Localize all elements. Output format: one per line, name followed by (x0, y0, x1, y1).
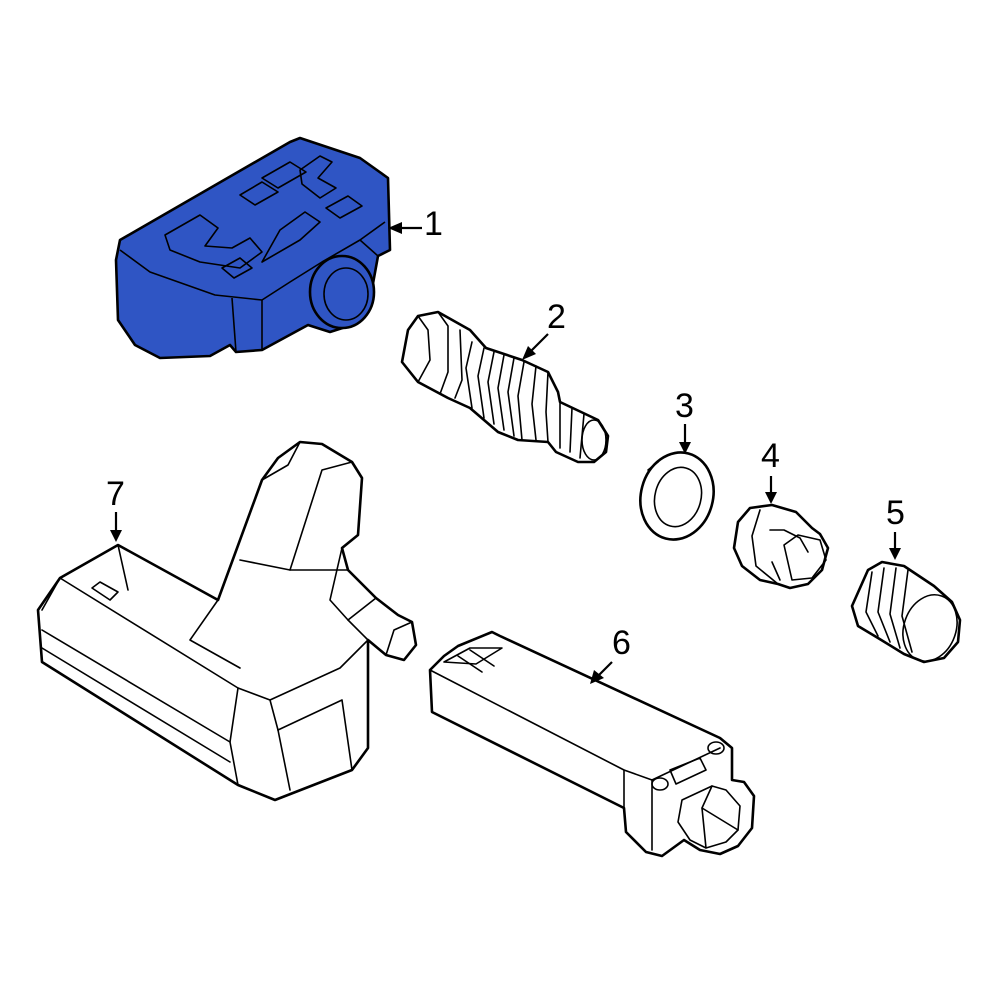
part-4-valve-nut (732, 503, 830, 590)
part-7-bracket (36, 440, 418, 802)
arrowhead-4 (765, 492, 777, 504)
arrowhead-1 (388, 222, 402, 234)
callout-leaders (110, 222, 901, 684)
callout-number-3: 3 (675, 387, 694, 425)
leader-6 (597, 661, 613, 677)
callout-number-4: 4 (761, 437, 780, 475)
callout-number-2: 2 (547, 298, 566, 336)
callout-number-7: 7 (106, 475, 125, 513)
callout-number-6: 6 (612, 624, 631, 662)
arrowhead-3 (679, 442, 691, 454)
arrowhead-2 (522, 346, 536, 360)
arrowhead-7 (110, 530, 122, 542)
part-6-sensor-module (428, 630, 756, 858)
arrowhead-5 (889, 548, 901, 560)
part-1-tpms-sensor (114, 136, 392, 360)
leader-2 (529, 333, 549, 353)
arrowhead-6 (590, 670, 604, 684)
callout-number-1: 1 (424, 205, 443, 243)
part-5-valve-cap (850, 560, 962, 664)
part-3-seal-ring (639, 451, 715, 541)
part-2-valve-stem (400, 310, 610, 464)
callout-number-5: 5 (886, 494, 905, 532)
